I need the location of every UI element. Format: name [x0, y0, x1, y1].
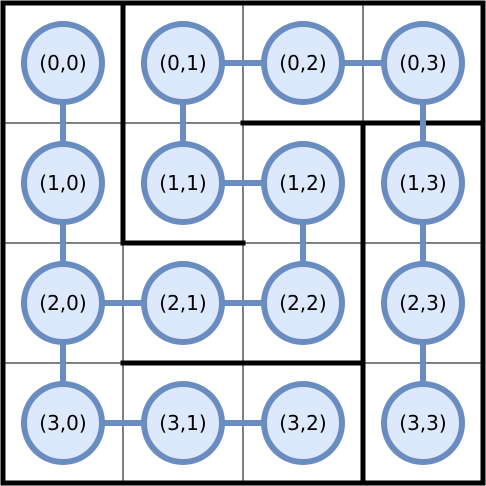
- graph-node-label: (3,2): [279, 411, 326, 435]
- graph-node-circle: [141, 381, 225, 465]
- graph-node-label: (3,1): [159, 411, 206, 435]
- graph-node-circle: [381, 381, 465, 465]
- graph-node-circle: [261, 381, 345, 465]
- graph-node-circle: [141, 141, 225, 225]
- graph-node-circle: [261, 141, 345, 225]
- graph-node-label: (2,3): [399, 291, 446, 315]
- graph-node-circle: [381, 141, 465, 225]
- graph-node-label: (2,1): [159, 291, 206, 315]
- graph-node-label: (1,2): [279, 171, 326, 195]
- graph-node-circle: [21, 381, 105, 465]
- graph-node-label: (0,3): [399, 51, 446, 75]
- graph-node-label: (0,0): [39, 51, 86, 75]
- graph-node-circle: [381, 21, 465, 105]
- graph-node-label: (0,1): [159, 51, 206, 75]
- graph-node-circle: [21, 261, 105, 345]
- graph-node-circle: [21, 21, 105, 105]
- graph-node-circle: [141, 21, 225, 105]
- graph-node-circle: [381, 261, 465, 345]
- graph-node-label: (3,3): [399, 411, 446, 435]
- graph-node-circle: [21, 141, 105, 225]
- graph-node-label: (1,0): [39, 171, 86, 195]
- graph-node-circle: [261, 261, 345, 345]
- graph-node-label: (1,1): [159, 171, 206, 195]
- graph-node-circle: [261, 21, 345, 105]
- graph-node-label: (3,0): [39, 411, 86, 435]
- graph-node-circle: [141, 261, 225, 345]
- graph-node-label: (2,0): [39, 291, 86, 315]
- graph-node-label: (2,2): [279, 291, 326, 315]
- graph-node-label: (1,3): [399, 171, 446, 195]
- graph-node-label: (0,2): [279, 51, 326, 75]
- graph-nodes: (0,0) (0,1) (0,2) (0,3) (1,0) (1,1) (1,2) (1,3)…: [21, 21, 465, 465]
